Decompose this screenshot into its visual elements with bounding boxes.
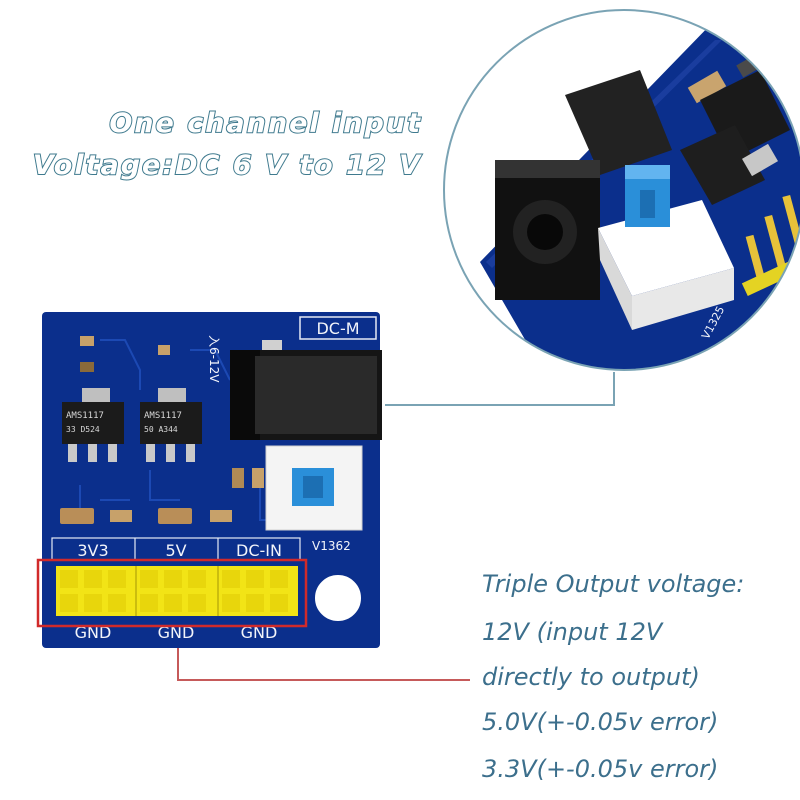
headline-line-1: One channel input: [108, 107, 422, 140]
zoom-push-button: [598, 165, 734, 330]
smd-resistor: [210, 510, 232, 522]
version-label: V1362: [312, 539, 351, 553]
spec-line-1: Triple Output voltage:: [482, 570, 745, 598]
regulator-2-code: 50 A344: [144, 425, 178, 434]
highlight-box: [36, 558, 308, 628]
smd-resistor: [158, 345, 170, 355]
zoom-circle-border: [443, 9, 800, 371]
regulator-1-marking: AMS1117: [66, 411, 104, 421]
regulator-5v: AMS1117 50 A344: [140, 388, 202, 462]
power-button: [265, 445, 363, 531]
rail-label-3v3: 3V3: [77, 541, 108, 560]
gnd-label-5v: GND: [158, 623, 195, 642]
spec-line-4: 5.0V(+-0.05v error): [482, 708, 719, 736]
headline-line-2: Voltage:DC 6 V to 12 V: [32, 149, 422, 182]
input-range-label: 入6-12V: [207, 335, 221, 383]
spec-line-3: directly to output): [482, 663, 700, 691]
smd-capacitor: [158, 508, 192, 524]
header-pins: [56, 566, 298, 616]
zoom-circle: V1325: [443, 9, 800, 371]
smd-capacitor: [252, 468, 264, 488]
smd-resistor: [80, 336, 94, 346]
smd-capacitor: [232, 468, 244, 488]
regulator-1-code: 33 D524: [66, 425, 100, 434]
gnd-label-dc-in: GND: [241, 623, 278, 642]
smd-resistor: [80, 362, 94, 372]
mounting-hole: [313, 573, 363, 623]
regulator-3v3: AMS1117 33 D524: [62, 388, 124, 462]
dc-m-label: DC-M: [316, 319, 359, 338]
rail-label-5v: 5V: [165, 541, 186, 560]
smd-resistor: [110, 510, 132, 522]
smd-capacitor: [60, 508, 94, 524]
zoom-dc-jack: [495, 70, 672, 300]
gnd-label-3v3: GND: [75, 623, 112, 642]
rail-label-dc-in: DC-IN: [236, 541, 282, 560]
spec-line-5: 3.3V(+-0.05v error): [482, 755, 719, 783]
regulator-2-marking: AMS1117: [144, 411, 182, 421]
pcb-board: DC-M 入6-12V AMS1117 33 D524 AMS1117 50 A…: [42, 312, 382, 648]
spec-line-2: 12V (input 12V: [482, 618, 663, 646]
dc-jack: [230, 340, 382, 440]
jack-callout-line: [385, 372, 615, 406]
